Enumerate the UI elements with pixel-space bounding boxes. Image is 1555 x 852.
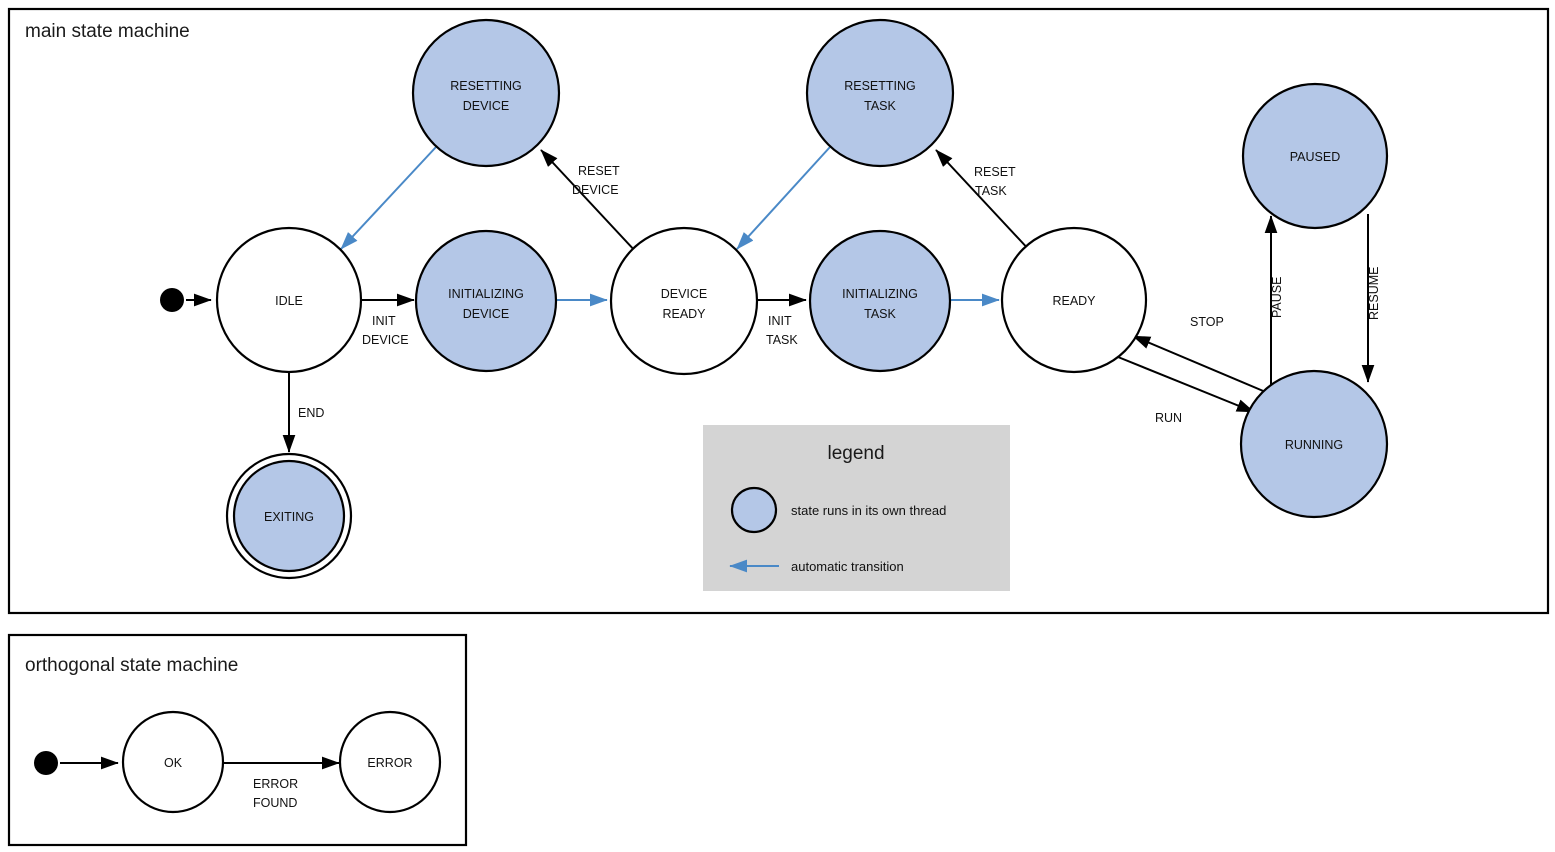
legend-auto-text: automatic transition: [791, 559, 904, 574]
edge-label-init-task-line1: INIT: [768, 314, 792, 328]
main-frame: [7, 7, 1550, 615]
state-circle-paused: [1241, 82, 1389, 230]
state-label-resetting-task-line1: RESETTING: [844, 79, 916, 93]
edge-label-error-found-line2: FOUND: [253, 796, 297, 810]
state-label-initializing-task-line2: TASK: [864, 307, 896, 321]
state-node-idle[interactable]: IDLE: [215, 226, 363, 374]
edge-running-ready: [1132, 335, 1269, 394]
legend-title: legend: [827, 443, 884, 464]
edge-label-run: RUN: [1155, 411, 1182, 425]
edge-label-reset-device-line2: DEVICE: [572, 183, 619, 197]
state-node-running[interactable]: RUNNING: [1239, 369, 1389, 519]
edge-label-reset-task-line1: RESET: [974, 165, 1016, 179]
orthogonal-initial-state-dot: [34, 751, 58, 775]
state-label-initializing-device-line1: INITIALIZING: [448, 287, 524, 301]
state-circle-idle: [215, 226, 363, 374]
state-node-ok[interactable]: OK: [121, 710, 225, 814]
edge-label-error-found-line1: ERROR: [253, 777, 298, 791]
edge-resetting-device-idle: [340, 146, 437, 250]
state-circle-initializing-task: [808, 229, 952, 373]
state-node-error[interactable]: ERROR: [338, 710, 442, 814]
orthogonal-frame: [7, 633, 468, 847]
edge-label-end: END: [298, 406, 324, 420]
state-node-initializing-device[interactable]: INITIALIZING DEVICE: [414, 229, 558, 373]
state-label-idle: IDLE: [275, 294, 303, 308]
orthogonal-frame-title: orthogonal state machine: [25, 655, 238, 676]
state-label-running: RUNNING: [1285, 438, 1343, 452]
state-node-exiting[interactable]: EXITING: [225, 452, 353, 580]
edge-ready-running: [1117, 356, 1255, 413]
state-label-exiting: EXITING: [264, 510, 314, 524]
edge-resetting-task-device-ready: [736, 146, 831, 250]
state-node-ready[interactable]: READY: [1000, 226, 1148, 374]
state-label-ok: OK: [164, 756, 183, 770]
state-circle-device-ready: [609, 226, 759, 376]
state-circle-initializing-device: [414, 229, 558, 373]
state-circle-resetting-device: [411, 18, 561, 168]
state-circle-ready: [1000, 226, 1148, 374]
state-circle-running: [1239, 369, 1389, 519]
state-label-resetting-device-line2: DEVICE: [463, 99, 510, 113]
state-node-resetting-task[interactable]: RESETTING TASK: [805, 18, 955, 168]
state-label-device-ready-line1: DEVICE: [661, 287, 708, 301]
state-circle-ok: [121, 710, 225, 814]
state-label-initializing-device-line2: DEVICE: [463, 307, 510, 321]
edge-label-reset-device-line1: RESET: [578, 164, 620, 178]
state-node-initializing-task[interactable]: INITIALIZING TASK: [808, 229, 952, 373]
state-node-resetting-device[interactable]: RESETTING DEVICE: [411, 18, 561, 168]
edge-label-init-device-line1: INIT: [372, 314, 396, 328]
legend-thread-text: state runs in its own thread: [791, 503, 946, 518]
state-label-paused: PAUSED: [1290, 150, 1340, 164]
edge-ready-resetting-task: [935, 149, 1033, 254]
state-label-initializing-task-line1: INITIALIZING: [842, 287, 918, 301]
state-circle-error: [338, 710, 442, 814]
edge-label-init-device-line2: DEVICE: [362, 333, 409, 347]
state-label-resetting-task-line2: TASK: [864, 99, 896, 113]
legend-thread-swatch-icon: [730, 486, 778, 534]
state-label-device-ready-line2: READY: [662, 307, 706, 321]
edge-label-init-task-line2: TASK: [766, 333, 798, 347]
state-circle-exiting-inner: [232, 459, 346, 573]
state-label-ready: READY: [1052, 294, 1096, 308]
edge-label-stop: STOP: [1190, 315, 1224, 329]
main-frame-title: main state machine: [25, 21, 190, 42]
legend: legend state runs in its own thread auto…: [703, 425, 1010, 591]
edge-device-ready-resetting-device: [540, 149, 638, 254]
edge-label-reset-task-line2: TASK: [975, 184, 1007, 198]
state-node-paused[interactable]: PAUSED: [1241, 82, 1389, 230]
edge-label-resume: RESUME: [1367, 267, 1381, 320]
state-label-resetting-device-line1: RESETTING: [450, 79, 522, 93]
edge-label-pause: PAUSE: [1270, 277, 1284, 318]
state-label-error: ERROR: [367, 756, 412, 770]
state-node-device-ready[interactable]: DEVICE READY: [609, 226, 759, 376]
main-initial-state-dot: [160, 288, 184, 312]
state-circle-resetting-task: [805, 18, 955, 168]
